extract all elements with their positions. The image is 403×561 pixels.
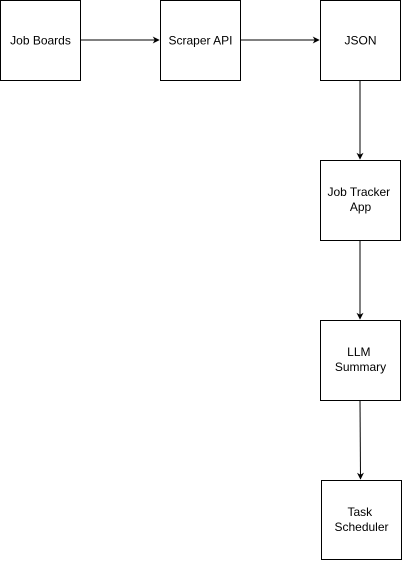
node-label: JSON bbox=[344, 34, 376, 48]
node-label: Job Boards bbox=[10, 34, 71, 48]
node-box bbox=[160, 0, 241, 81]
node-label-line: Summary bbox=[335, 360, 386, 374]
node-task-scheduler[interactable]: Task Scheduler bbox=[321, 480, 402, 560]
node-job-boards[interactable]: Job Boards bbox=[0, 0, 81, 81]
node-box bbox=[320, 0, 401, 81]
node-box bbox=[321, 480, 402, 560]
node-label-line: JSON bbox=[344, 34, 376, 48]
node-label-line: LLM bbox=[347, 345, 370, 359]
node-box bbox=[320, 320, 401, 401]
node-label: Job Tracker App bbox=[327, 185, 393, 214]
edges bbox=[80, 36, 364, 480]
edge-llm-summary-to-task-scheduler bbox=[356, 399, 364, 480]
node-box bbox=[0, 0, 81, 81]
node-job-tracker-app[interactable]: Job Tracker App bbox=[320, 160, 401, 241]
node-label-line: Scraper API bbox=[168, 34, 232, 48]
node-label-line: Job Boards bbox=[10, 34, 71, 48]
node-label-line: Scheduler bbox=[334, 520, 388, 534]
node-label: Task Scheduler bbox=[334, 505, 388, 534]
node-llm-summary[interactable]: LLM Summary bbox=[320, 320, 401, 401]
node-box bbox=[320, 160, 401, 241]
node-json[interactable]: JSON bbox=[320, 0, 401, 81]
node-label: Scraper API bbox=[168, 34, 232, 48]
node-label: LLM Summary bbox=[335, 345, 386, 374]
node-label-line: Job Tracker bbox=[327, 185, 390, 199]
node-label-line: Task bbox=[347, 505, 373, 519]
node-scraper-api[interactable]: Scraper API bbox=[160, 0, 241, 81]
node-label-line: App bbox=[350, 200, 372, 214]
